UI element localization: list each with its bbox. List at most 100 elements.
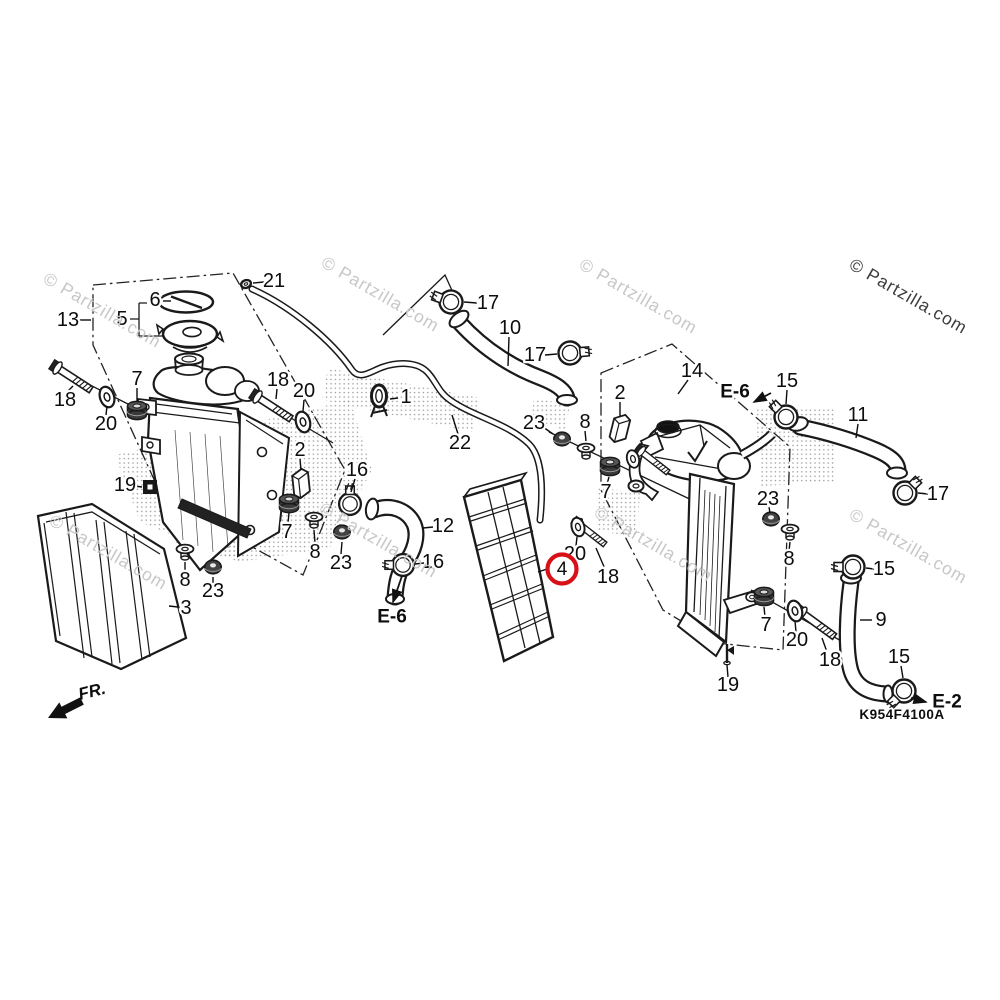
leader-line [422,526,434,529]
small-parts-layer [47,278,923,709]
part-washer-icon [570,516,586,538]
leader-line [855,423,859,439]
fr-label: FR. [76,679,107,704]
phantom-box-right-radiator [600,343,791,651]
leader-line [726,664,729,678]
callout-15: 15 [888,646,910,668]
ref-labels-layer: E-6E-6E-2 [375,379,964,715]
callout-16: 16 [422,551,444,573]
right-radiator-mark [687,440,708,463]
callout-8: 8 [579,411,590,433]
callout-11: 11 [848,404,869,426]
leader-line [917,492,929,495]
part-washer-icon [294,410,312,434]
left-radiator-stay [177,498,252,539]
part-bolt-icon [633,443,671,476]
leader-line [900,665,904,679]
ref-label-E-6: E-6 [377,607,407,628]
right-radiator-inlet-tube [739,430,776,460]
callout-18: 18 [597,566,619,588]
callout-7: 7 [760,614,771,636]
part-clip-icon [370,383,388,418]
part-washer-icon [625,449,641,469]
callout-15: 15 [776,370,798,392]
callout-18: 18 [267,369,289,391]
part-cap_slotted-icon [157,290,215,314]
axis-line-right [548,431,699,504]
part-collar-icon [304,511,324,529]
part-grommet-icon [126,400,148,421]
louver-slats [468,498,551,640]
leader-line [389,397,399,400]
part-bolt-icon [247,387,295,423]
part-oring-icon [239,278,253,290]
callout-12: 12 [432,515,454,537]
leader-line [299,458,302,471]
callout-23: 23 [330,552,352,574]
louver-center [462,471,555,663]
part-grommet-icon [753,586,775,607]
callout-7: 7 [131,368,142,390]
watermark-dark: © Partzilla.com [846,254,971,338]
part-washer-icon [98,385,116,409]
leader-line [340,541,343,555]
callout-23: 23 [202,580,224,602]
part-clamp-icon [557,340,593,366]
callout-14: 14 [681,360,703,382]
leader-line [794,620,797,633]
callout-20: 20 [786,629,808,651]
bracket-5-6 [130,302,165,337]
leader-line [821,637,828,653]
part-clamp-icon [381,552,416,578]
leader-line [606,476,610,485]
part-clamp-icon [337,482,363,517]
callout-8: 8 [783,548,794,570]
callout-7: 7 [281,521,292,543]
callout-18: 18 [54,389,76,411]
right-radiator-filler-cap [656,420,680,434]
part-collar-icon [576,442,596,460]
ref-arrow [392,575,403,604]
part-bolt-icon [47,358,95,394]
part-rubber-icon [762,511,780,527]
leader-line [313,529,316,544]
leader-line [287,512,290,524]
ref-arrow [752,391,772,403]
leader-line [350,478,356,493]
part-clamp-icon [768,399,799,430]
leader-line [575,536,578,547]
leader-line [595,547,606,570]
callout-9: 9 [875,609,886,631]
callout-13: 13 [57,309,79,331]
hose-22 [248,285,546,524]
part-clamp-icon [830,554,866,580]
fr-direction: FR. [48,679,108,719]
callout-2: 2 [294,439,305,461]
callout-23: 23 [757,488,779,510]
leader-line [865,567,875,570]
part-collar-icon [780,523,800,541]
callout-8: 8 [179,569,190,591]
part-clamp-icon [429,289,464,315]
right-radiator-bulge [717,452,751,480]
phantom-boxes [92,272,791,651]
part-clip19_pin-icon [723,644,734,666]
leader-line [451,414,459,435]
part-clamp-icon [892,475,923,506]
leader-line [302,399,305,412]
callout-5: 5 [116,308,127,330]
callout-19: 19 [717,674,739,696]
leader-line [768,506,771,514]
leader-line [584,430,587,442]
left-radiator-filler-neck [174,352,204,376]
leader-line [507,336,510,367]
leader-line [105,405,108,416]
ref-label-E-6: E-6 [720,382,750,403]
part-rubber-icon [204,559,222,575]
callout-8: 8 [309,541,320,563]
left-radiator-core-hatch [174,429,229,553]
left-radiator-bracket [236,410,291,558]
